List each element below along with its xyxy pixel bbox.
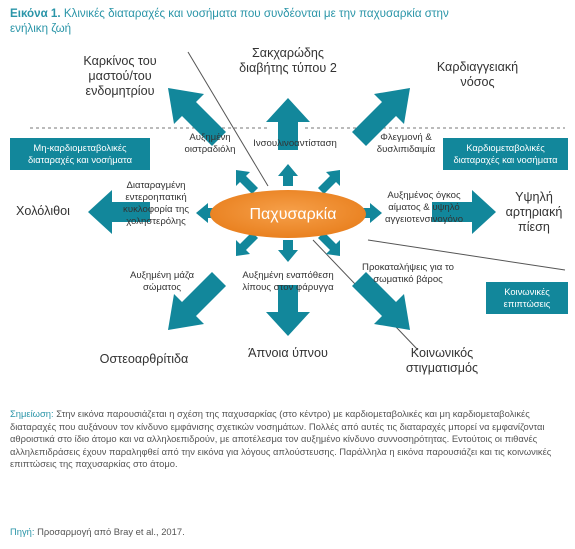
figure-number: Εικόνα 1.	[10, 7, 61, 20]
outcome-breast-cancer: Καρκίνος του μαστού/του ενδομητρίου	[83, 54, 157, 98]
outcome-social-stigma: Κοινωνικός στιγματισμός	[405, 346, 479, 375]
source-text: Προσαρμογή από Bray et al., 2017.	[37, 526, 185, 537]
arrow-left-icon	[88, 190, 150, 234]
figure-title-text: Κλινικές διαταραχές και νοσήματα που συν…	[10, 7, 449, 35]
figure-note: Σημείωση: Στην εικόνα παρουσιάζεται η σχ…	[10, 408, 565, 471]
category-social: Κοινωνικές επιπτώσεις	[486, 282, 568, 314]
arrow-inner-down-icon	[278, 240, 298, 262]
arrow-inner-up-left-icon	[236, 170, 258, 194]
mechanism-inflammation: Φλεγμονή & δυσλιπιδαιμία	[376, 132, 436, 155]
arrow-up-icon	[266, 98, 310, 150]
figure-title: Εικόνα 1. Κλινικές διαταραχές και νοσήμα…	[10, 6, 480, 36]
figure-source: Πηγή: Προσαρμογή από Bray et al., 2017.	[10, 526, 565, 538]
arrow-right-icon	[432, 190, 496, 234]
mechanism-blood-volume: Αυξημένος όγκος αίματος & υψηλό αγγειοτε…	[384, 190, 464, 225]
mechanism-estradiol: Αυξημένη οιστραδιόλη	[184, 132, 236, 155]
category-non-cardiometabolic: Μη-καρδιομεταβολικές διαταραχές και νοσή…	[10, 138, 150, 170]
note-text: Στην εικόνα παρουσιάζεται η σχέση της πα…	[10, 408, 552, 470]
outcome-gallstones: Χολόλιθοι	[16, 204, 70, 218]
arrow-inner-down-left-icon	[236, 232, 258, 256]
mechanism-weight-bias: Προκαταλήψεις για το σωματικό βάρος	[362, 262, 454, 285]
arrow-down-left-icon	[168, 272, 226, 330]
outcome-cardiovascular: Καρδιαγγειακή νόσος	[436, 60, 519, 89]
category-cardiometabolic: Καρδιομεταβολικές διαταραχές και νοσήματ…	[443, 138, 568, 170]
outcome-osteoarthritis: Οστεοαρθρίτιδα	[99, 352, 189, 366]
note-prefix: Σημείωση:	[10, 408, 54, 419]
separator-line-upper-left	[187, 51, 269, 187]
arrow-down-icon	[266, 285, 310, 336]
arrow-inner-up-icon	[278, 164, 298, 186]
arrow-up-left-icon	[168, 88, 226, 146]
outcome-hypertension: Υψηλή αρτηριακή πίεση	[505, 190, 563, 234]
mechanism-insulin-resistance: Ινσουλινοαντίσταση	[253, 138, 337, 149]
mechanism-pharynx-fat: Αυξημένη εναπόθεση λίπους στον φάρυγγα	[242, 270, 334, 293]
outcome-sleep-apnea: Άπνοια ύπνου	[248, 346, 328, 360]
arrow-down-right-icon	[352, 272, 410, 330]
obesity-diagram	[30, 51, 566, 351]
arrow-inner-up-right-icon	[318, 170, 340, 194]
outcome-diabetes: Σακχαρώδης διαβήτης τύπου 2	[239, 46, 337, 75]
mechanism-body-mass: Αυξημένη μάζα σώματος	[129, 270, 195, 293]
arrow-inner-down-right-icon	[318, 232, 340, 256]
arrows-outer	[88, 88, 496, 336]
obesity-center-label: Παχυσαρκία	[249, 206, 337, 223]
source-prefix: Πηγή:	[10, 526, 35, 537]
obesity-ellipse	[210, 190, 366, 238]
mechanism-enterohepatic: Διαταραγμένη εντεροηπατική κυκλοφορία τη…	[123, 180, 189, 227]
arrow-up-right-icon	[352, 88, 410, 146]
separator-line-right	[367, 239, 566, 271]
